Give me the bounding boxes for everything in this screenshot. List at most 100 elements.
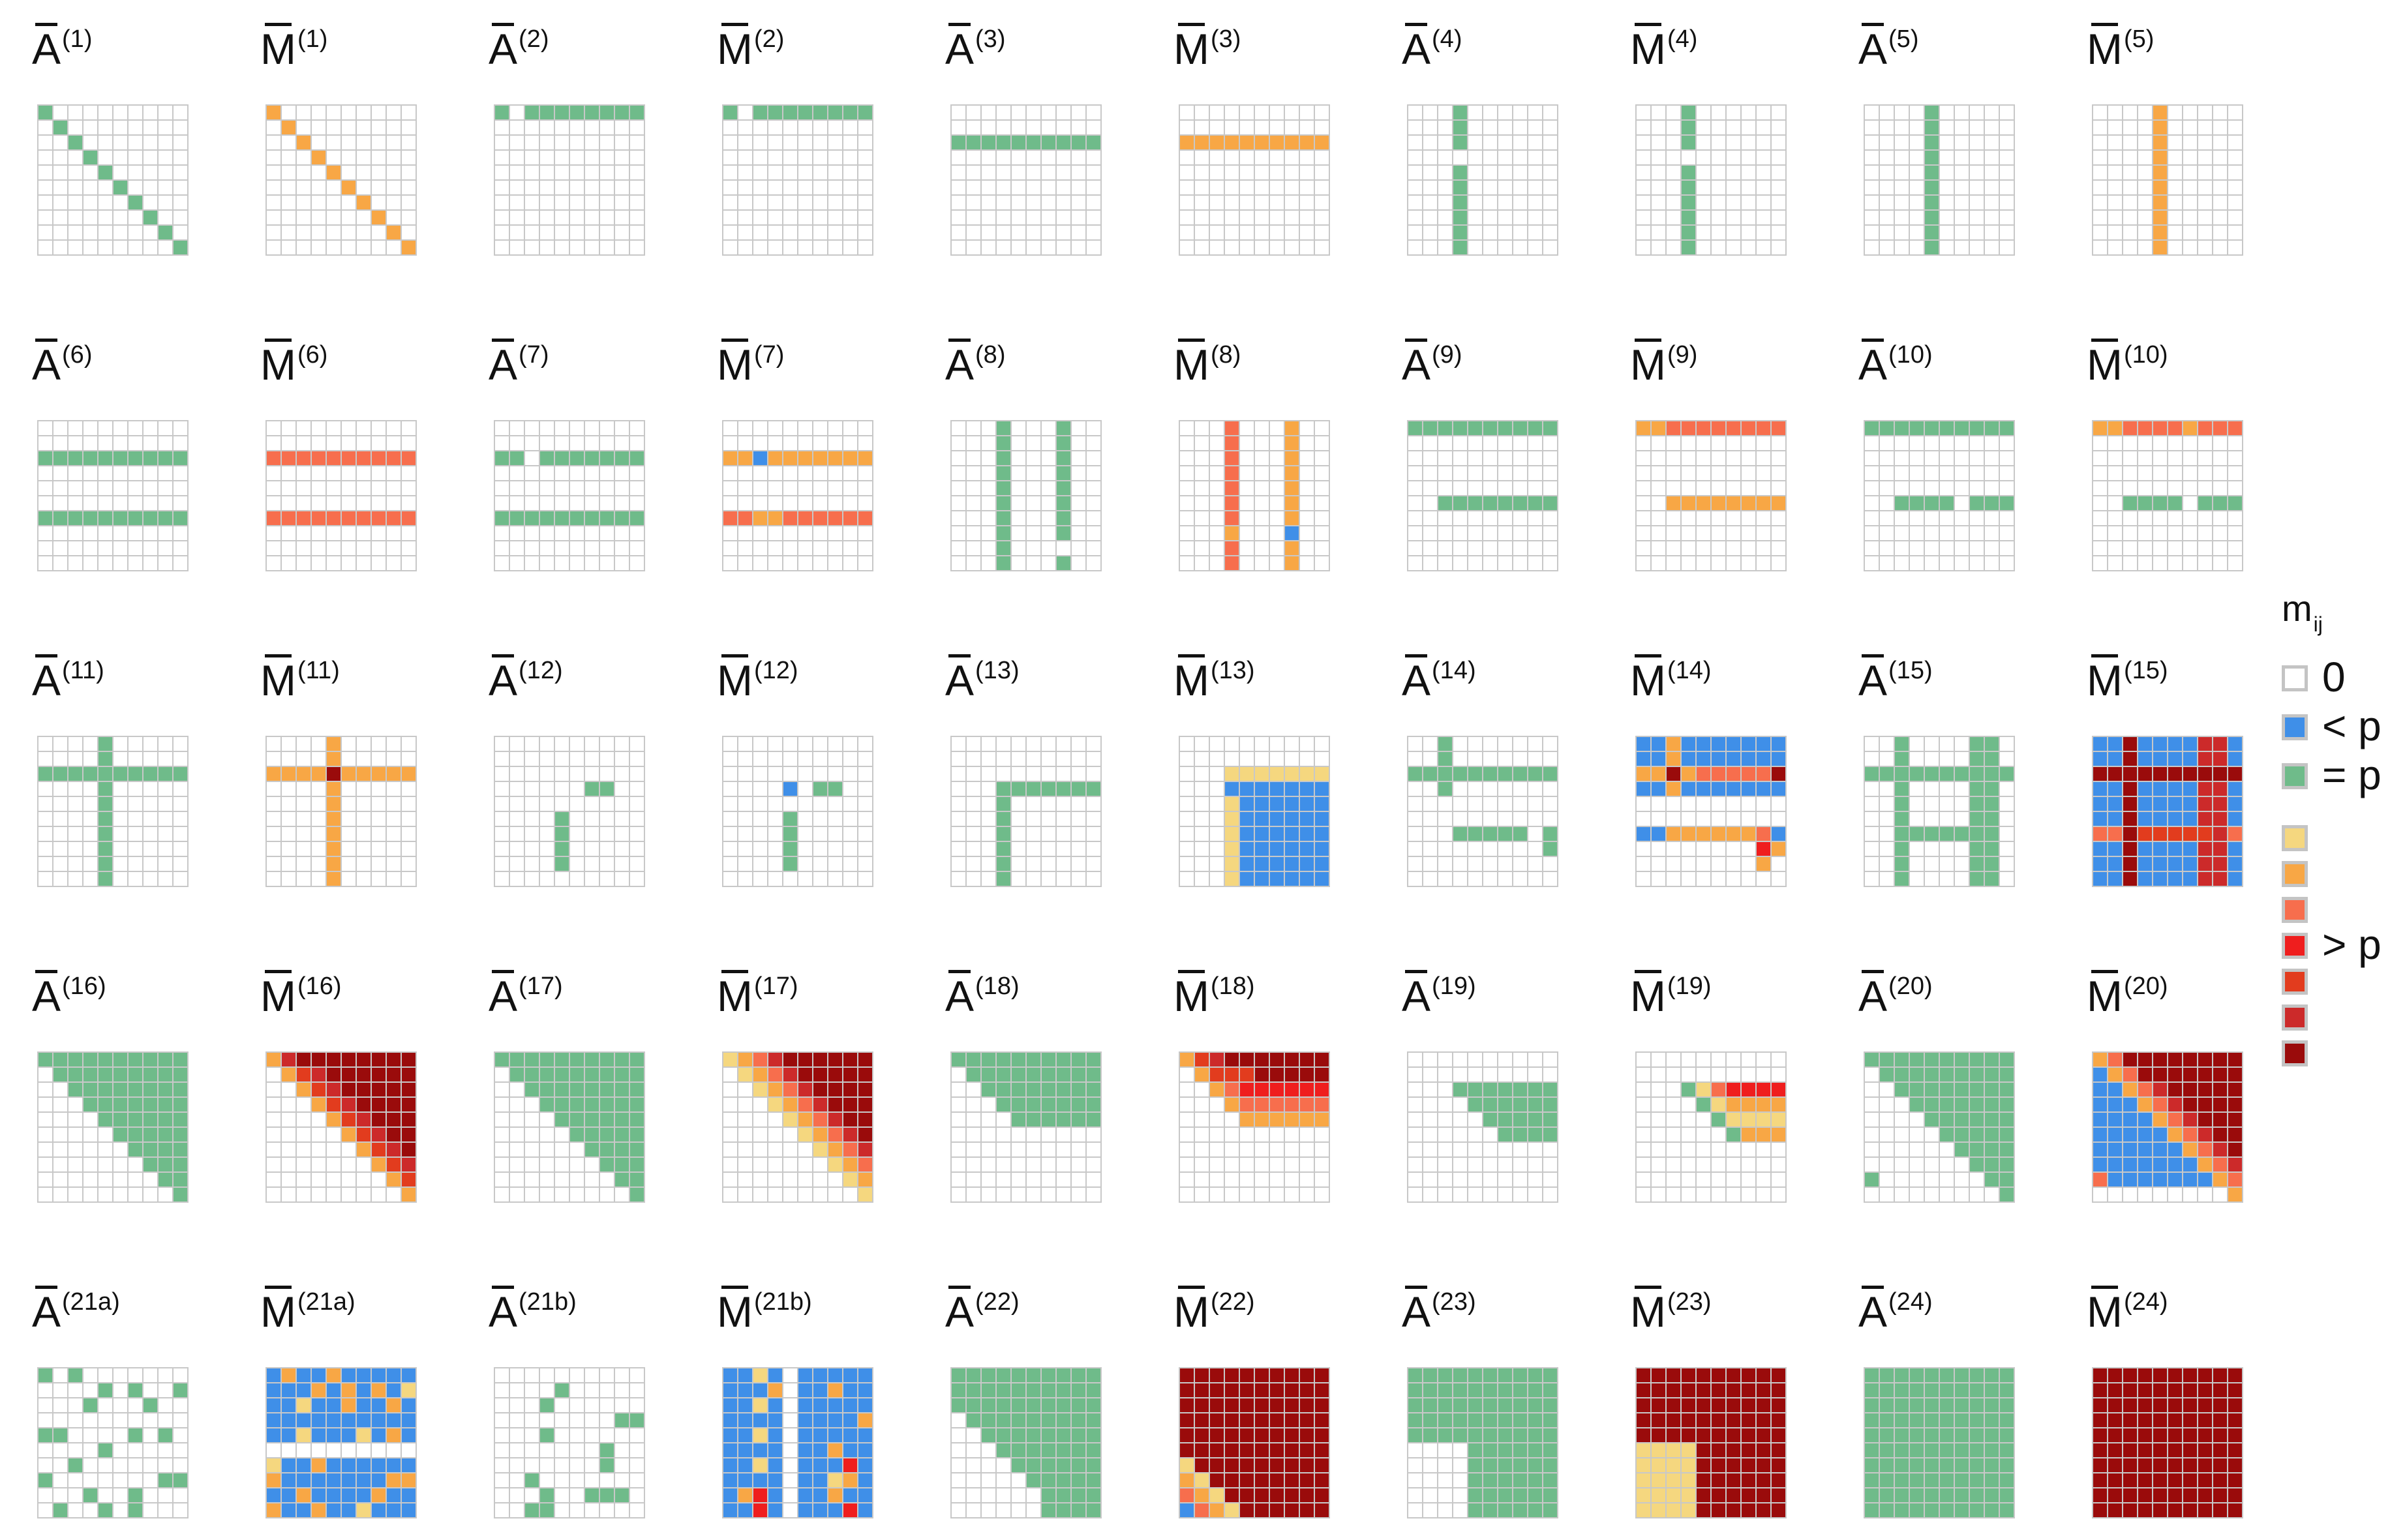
- matrix-cell: [1740, 1382, 1757, 1398]
- matrix-cell: [554, 781, 570, 797]
- matrix-cell: [812, 134, 828, 151]
- matrix-cell: [280, 495, 297, 511]
- matrix-cell: [1025, 1051, 1042, 1068]
- matrix-cell: [782, 164, 798, 181]
- matrix-cell: [554, 1367, 570, 1383]
- matrix-m-3: [1179, 104, 1330, 256]
- matrix-cell: [827, 1472, 843, 1488]
- matrix-cell: [812, 1141, 828, 1158]
- matrix-cell: [1954, 194, 1970, 211]
- matrix-cell: [142, 1126, 159, 1143]
- matrix-cell: [1055, 856, 1072, 872]
- matrix-cell: [569, 1457, 585, 1473]
- matrix-cell: [280, 149, 297, 166]
- matrix-cell: [157, 224, 174, 241]
- matrix-cell: [614, 871, 630, 887]
- matrix-cell: [1179, 1186, 1195, 1203]
- matrix-cell: [1740, 766, 1757, 782]
- matrix-cell: [1085, 871, 1102, 887]
- matrix-cell: [1879, 1111, 1895, 1128]
- matrix-cell: [2092, 1186, 2108, 1203]
- matrix-cell: [1239, 495, 1255, 511]
- matrix-cell: [82, 1487, 98, 1503]
- matrix-cell: [2152, 239, 2168, 256]
- matrix-cell: [980, 1472, 997, 1488]
- matrix-cell: [127, 751, 144, 767]
- matrix-cell: [1680, 239, 1697, 256]
- matrix-cell: [812, 1472, 828, 1488]
- matrix-cell: [1224, 1427, 1240, 1443]
- matrix-cell: [142, 1502, 159, 1518]
- matrix-cell: [539, 1502, 555, 1518]
- matrix-cell: [1194, 420, 1210, 436]
- matrix-cell: [1284, 435, 1300, 451]
- matrix-cell: [295, 781, 312, 797]
- matrix-cell: [2107, 781, 2123, 797]
- matrix-cell: [265, 1156, 282, 1173]
- matrix-cell: [1879, 1066, 1895, 1083]
- matrix-cell: [2167, 420, 2183, 436]
- matrix-cell: [1755, 1382, 1772, 1398]
- matrix-cell: [355, 1367, 372, 1383]
- matrix-cell: [1954, 134, 1970, 151]
- matrix-cell: [371, 1442, 387, 1458]
- matrix-cell: [1085, 209, 1102, 226]
- matrix-cell: [569, 1186, 585, 1203]
- matrix-a-21b: [494, 1367, 645, 1518]
- matrix-cell: [2182, 1096, 2198, 1113]
- matrix-cell: [371, 224, 387, 241]
- matrix-cell: [1010, 1502, 1027, 1518]
- matrix-cell: [1239, 435, 1255, 451]
- matrix-cell: [1740, 224, 1757, 241]
- matrix-cell: [782, 841, 798, 857]
- matrix-cell: [524, 1096, 540, 1113]
- matrix-cell: [172, 480, 189, 496]
- matrix-cell: [737, 1171, 753, 1188]
- matrix-cell: [2227, 1126, 2243, 1143]
- matrix-cell: [554, 164, 570, 181]
- matrix-cell: [1269, 525, 1285, 541]
- matrix-cell: [401, 1096, 417, 1113]
- matrix-cell: [1314, 540, 1330, 556]
- matrix-cell: [82, 841, 98, 857]
- matrix-cell: [1467, 1126, 1483, 1143]
- matrix-cell: [371, 811, 387, 827]
- matrix-cell: [1770, 1442, 1787, 1458]
- matrix-cell: [1512, 555, 1528, 571]
- matrix-cell: [1224, 1382, 1240, 1398]
- matrix-cell: [1969, 194, 1985, 211]
- matrix-cell: [1224, 239, 1240, 256]
- matrix-cell: [782, 811, 798, 827]
- matrix-cell: [371, 781, 387, 797]
- matrix-cell: [157, 194, 174, 211]
- matrix-cell: [509, 1382, 525, 1398]
- matrix-cell: [2152, 420, 2168, 436]
- matrix-cell: [539, 1442, 555, 1458]
- matrix-cell: [857, 209, 873, 226]
- matrix-cell: [1864, 194, 1880, 211]
- matrix-cell: [965, 149, 982, 166]
- matrix-cell: [1999, 435, 2015, 451]
- matrix-cell: [1695, 209, 1712, 226]
- matrix-cell: [1665, 209, 1682, 226]
- matrix-cell: [325, 540, 342, 556]
- matrix-cell: [1070, 209, 1087, 226]
- matrix-cell: [1969, 495, 1985, 511]
- matrix-cell: [629, 1081, 645, 1098]
- matrix-cell: [1299, 555, 1315, 571]
- matrix-cell: [1725, 119, 1742, 136]
- matrix-cell: [1040, 871, 1057, 887]
- matrix-cell: [2167, 856, 2183, 872]
- matrix-cell: [1239, 465, 1255, 481]
- matrix-cell: [157, 1502, 174, 1518]
- matrix-cell: [842, 495, 858, 511]
- matrix-cell: [1254, 1096, 1270, 1113]
- matrix-cell: [965, 480, 982, 496]
- matrix-cell: [1725, 1502, 1742, 1518]
- matrix-cell: [310, 766, 327, 782]
- matrix-cell: [1010, 1111, 1027, 1128]
- matrix-cell: [1467, 134, 1483, 151]
- matrix-cell: [1909, 465, 1925, 481]
- label-m-6-index: (6): [297, 341, 328, 369]
- matrix-a-23: [1407, 1367, 1558, 1518]
